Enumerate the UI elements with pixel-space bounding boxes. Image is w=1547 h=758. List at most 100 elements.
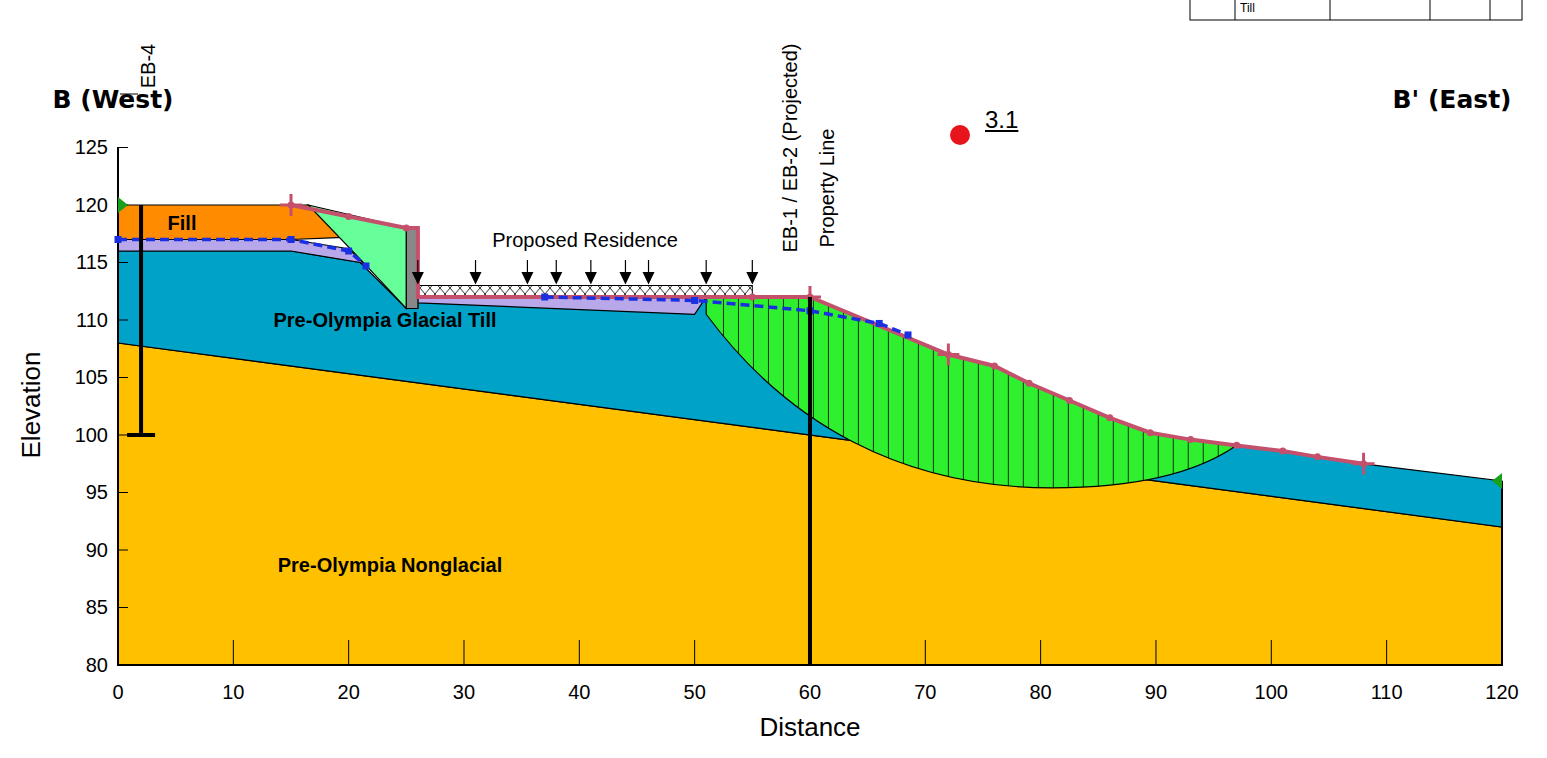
water-point (362, 262, 369, 269)
load-arrowhead (746, 272, 758, 285)
tick-label: 90 (1145, 681, 1167, 704)
tick-label: 0 (112, 681, 123, 704)
water-point (287, 236, 294, 243)
x-tick (1386, 640, 1387, 665)
borehole (139, 205, 143, 435)
boring-label: EB-1 / EB-2 (Projected) (779, 44, 802, 253)
axis-title: Distance (759, 713, 860, 743)
x-tick (233, 640, 234, 665)
tick-label: 110 (1371, 681, 1403, 704)
tick-label: 50 (684, 681, 706, 704)
profile-point (991, 363, 998, 370)
borehole-end (127, 433, 155, 437)
y-tick (118, 665, 128, 666)
water-point (876, 320, 883, 327)
profile-point (1147, 429, 1154, 436)
load-arrow (475, 260, 476, 272)
layer-name: Fill (168, 212, 197, 235)
y-tick (118, 550, 128, 551)
property-line-label: Property Line (816, 129, 839, 248)
load-arrow (752, 260, 753, 272)
section-end: B' (East) (1392, 86, 1511, 115)
water-table (118, 240, 366, 266)
profile-point (1066, 397, 1073, 404)
table-rule (1235, 0, 1236, 20)
load-arrowhead (470, 272, 482, 285)
profile-point (403, 225, 410, 232)
water-point (345, 248, 352, 255)
tick-label: 120 (75, 194, 108, 217)
boring-label: EB-4 (137, 44, 160, 88)
water-point (691, 297, 698, 304)
axis-title: Elevation (17, 352, 47, 459)
layer-name: Pre-Olympia Glacial Till (273, 309, 496, 332)
table-fragment (1190, 0, 1522, 20)
y-tick (118, 320, 128, 321)
center-dot (950, 125, 970, 145)
tick-label: 30 (453, 681, 475, 704)
load-arrowhead (643, 272, 655, 285)
tick-label: 80 (1030, 681, 1052, 704)
load-arrow (417, 260, 418, 272)
load-arrowhead (521, 272, 533, 285)
x-tick (925, 640, 926, 665)
factor-of-safety: 3.1 (985, 106, 1018, 134)
load-arrow (527, 260, 528, 272)
profile-point (345, 213, 352, 220)
tick-label: 80 (86, 654, 108, 677)
x-tick (348, 640, 349, 665)
y-tick (118, 262, 128, 263)
profile-limit (280, 194, 302, 216)
y-tick (118, 377, 128, 378)
tick-label: 60 (799, 681, 821, 704)
tick-label: 125 (75, 136, 108, 159)
profile-point (1233, 442, 1240, 449)
tick-label: 10 (222, 681, 244, 704)
borehole (808, 297, 812, 665)
slice-lines (723, 286, 1233, 505)
section-end: B (West) (52, 86, 173, 115)
tick-label: 105 (75, 366, 108, 389)
tick-label: 110 (76, 309, 108, 332)
load-arrow (556, 260, 557, 272)
profile-limit (1353, 453, 1375, 475)
load-arrow (648, 260, 649, 272)
boundary-marker (118, 197, 128, 213)
profile-point (1187, 436, 1194, 443)
tick-label: 40 (568, 681, 590, 704)
table-rule (1430, 0, 1431, 20)
soil-layer: Pre-Olympia Nonglacial (274, 552, 507, 579)
tick-label: 100 (75, 424, 108, 447)
water-point (115, 236, 122, 243)
table-rule (1490, 0, 1491, 20)
x-tick (1155, 640, 1156, 665)
tick-label: 70 (914, 681, 936, 704)
table-cell: Till (1240, 2, 1255, 16)
plot-frame (118, 147, 1502, 665)
x-tick (694, 640, 695, 665)
structure-label: Proposed Residence (492, 229, 678, 252)
tick-label: 115 (76, 251, 108, 274)
load-arrowhead (585, 272, 597, 285)
profile-point (1279, 448, 1286, 455)
x-tick (1040, 640, 1041, 665)
tick-label: 90 (86, 539, 108, 562)
y-tick (118, 147, 128, 148)
profile-point (1026, 380, 1033, 387)
profile-point (1314, 453, 1321, 460)
tick-label: 95 (86, 481, 108, 504)
load-arrowhead (550, 272, 562, 285)
water-point (541, 294, 548, 301)
layer-name: Pre-Olympia Nonglacial (278, 554, 503, 577)
boundary-marker (1492, 473, 1502, 489)
table-rule (1330, 0, 1331, 20)
x-tick (579, 640, 580, 665)
y-tick (118, 607, 128, 608)
profile-point (749, 294, 756, 301)
slip-mass (706, 297, 1237, 488)
profile-limit (937, 344, 959, 366)
x-tick (463, 640, 464, 665)
y-tick (118, 435, 128, 436)
water-point (905, 331, 912, 338)
water-table (545, 297, 908, 335)
